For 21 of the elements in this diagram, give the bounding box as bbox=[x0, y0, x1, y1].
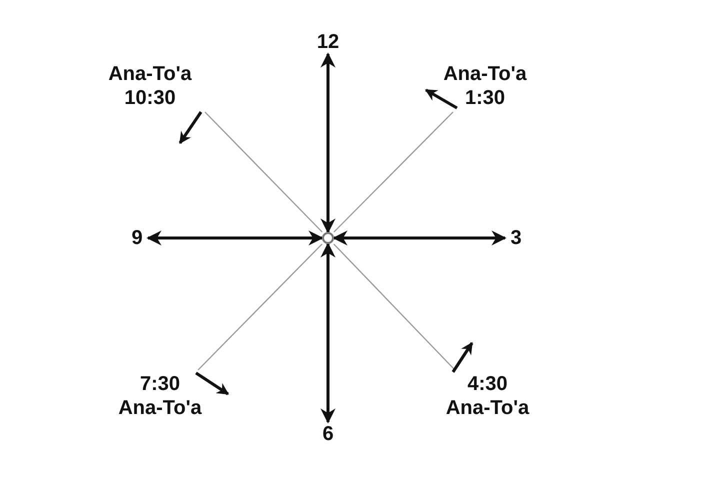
clock-label: Ana-To'a bbox=[446, 396, 530, 420]
clock-label: Ana-To'a bbox=[443, 62, 527, 86]
double-arrow bbox=[146, 230, 324, 246]
double-arrow bbox=[332, 230, 506, 246]
guide-line bbox=[204, 112, 323, 232]
double-arrow bbox=[320, 52, 336, 234]
double-arrow bbox=[320, 242, 336, 424]
guide-line bbox=[198, 244, 323, 370]
clock-label: 6 bbox=[322, 422, 334, 446]
guide-line bbox=[334, 112, 454, 232]
clock-label: 1:30 bbox=[464, 86, 506, 110]
clock-label: 7:30 bbox=[140, 372, 180, 396]
clock-label: 3 bbox=[510, 226, 522, 250]
clock-label: Ana-To'a bbox=[118, 396, 202, 420]
guide-line bbox=[333, 244, 456, 370]
center-circle bbox=[322, 232, 334, 244]
clock-label: 10:30 bbox=[124, 86, 176, 110]
clock-label: 4:30 bbox=[467, 372, 508, 396]
clock-label: 9 bbox=[131, 226, 143, 250]
clock-label: Ana-To'a bbox=[108, 62, 192, 86]
clock-label: 12 bbox=[316, 30, 340, 54]
